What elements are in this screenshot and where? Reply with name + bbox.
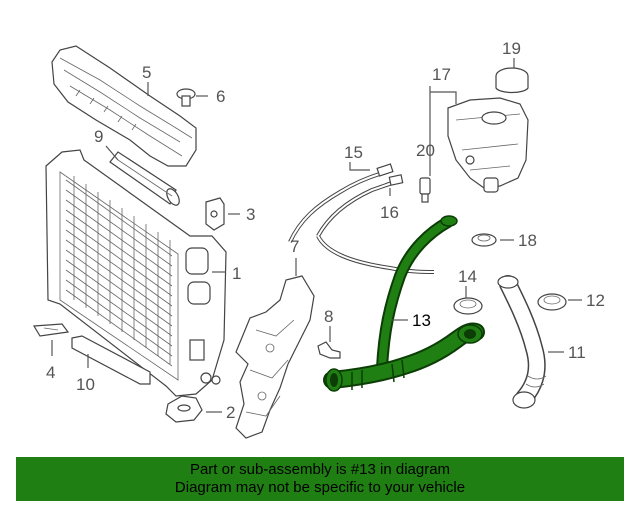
radiator-part	[45, 149, 227, 397]
mount-part	[32, 323, 70, 337]
callout-20: 20	[416, 141, 435, 160]
callout-11: 11	[568, 343, 586, 362]
callout-5: 5	[142, 63, 151, 82]
clip-part	[176, 88, 196, 107]
callout-8: 8	[324, 307, 333, 326]
callout-4: 4	[46, 363, 55, 382]
callout-18: 18	[518, 231, 537, 250]
callout-6: 6	[216, 87, 225, 106]
clamp-12-part	[537, 293, 567, 311]
air-duct-part	[51, 45, 197, 167]
banner-line-disclaimer: Diagram may not be specific to your vehi…	[174, 479, 466, 496]
callout-7: 7	[290, 237, 299, 256]
clamp-part	[453, 297, 483, 315]
bolt-part	[317, 341, 341, 359]
bracket-part	[205, 197, 225, 231]
deflector-part	[71, 335, 151, 385]
small-hose-part	[288, 163, 435, 274]
banner-line-part-info: Part or sub-assembly is #13 in diagram	[189, 461, 451, 478]
callout-9: 9	[94, 127, 103, 146]
shroud-part	[235, 275, 315, 439]
callout-15: 15	[344, 143, 363, 162]
callout-14: 14	[458, 267, 477, 286]
lower-mount-part	[165, 395, 203, 423]
highlighted-hose-part-13	[323, 215, 485, 392]
sensor-part	[419, 177, 431, 203]
callout-17: 17	[432, 65, 451, 84]
expansion-tank-part	[447, 97, 529, 193]
callout-19: 19	[502, 39, 521, 58]
leader-lines	[51, 58, 582, 413]
callout-10: 10	[76, 375, 95, 394]
callout-1: 1	[232, 264, 241, 283]
lower-hose-part	[497, 275, 547, 409]
callout-2: 2	[226, 403, 235, 422]
cap-part	[495, 67, 529, 94]
grommet-part	[471, 233, 497, 247]
callout-16: 16	[380, 203, 399, 222]
callout-3: 3	[246, 205, 255, 224]
info-banner: Part or sub-assembly is #13 in diagram D…	[16, 457, 624, 501]
seal-part	[109, 151, 180, 206]
callout-12: 12	[586, 291, 605, 310]
callout-13: 13	[412, 311, 431, 330]
